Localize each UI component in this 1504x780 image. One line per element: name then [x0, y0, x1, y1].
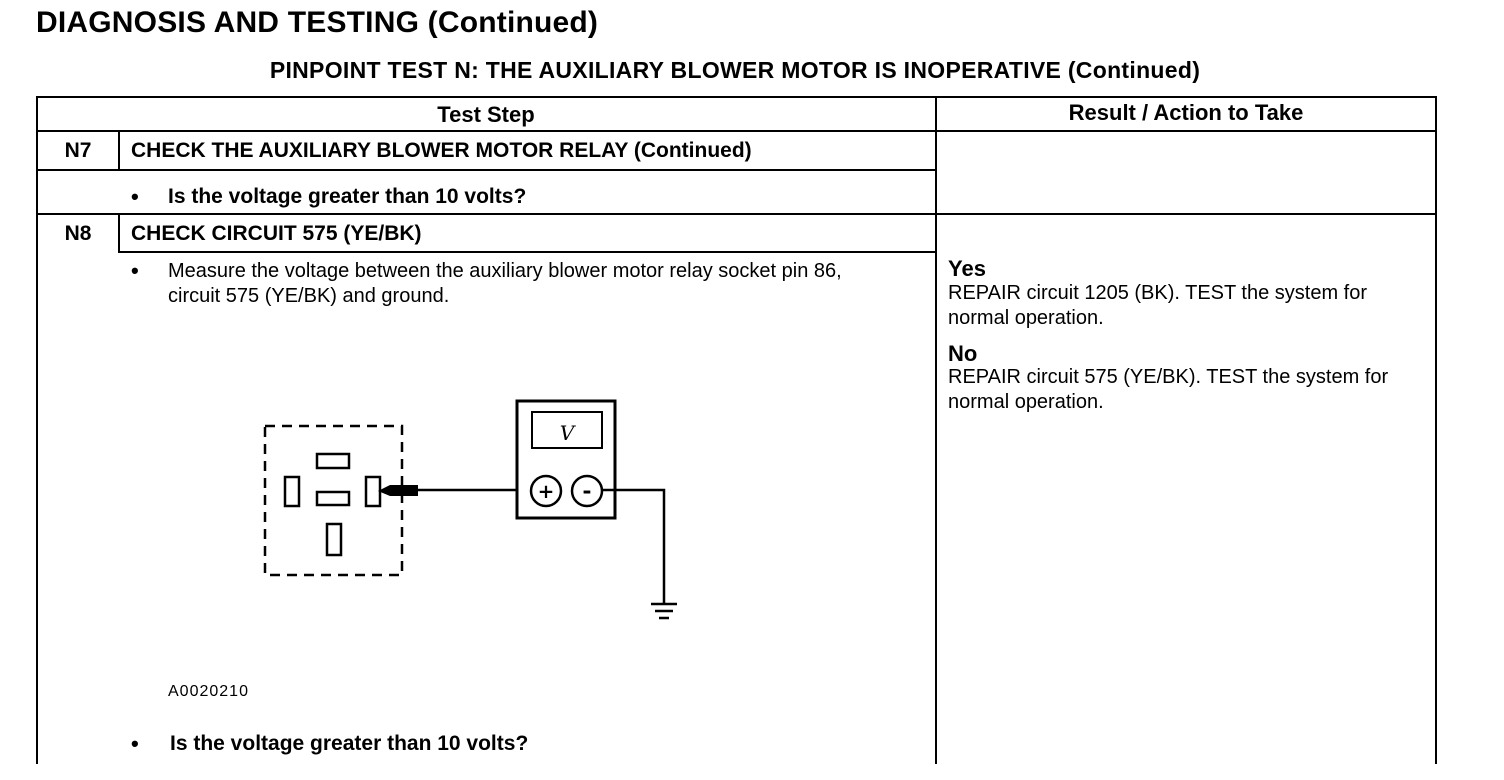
table-border-top [36, 96, 1437, 98]
column-header-test-step: Test Step [437, 102, 535, 127]
relay-socket-outline [263, 424, 404, 577]
header-row-divider [36, 130, 1437, 132]
step-title-n8: CHECK CIRCUIT 575 (YE/BK) [131, 222, 422, 245]
bullet-n8-question: • [131, 731, 139, 756]
voltmeter-plus-terminal [529, 474, 563, 508]
figure-id: A0020210 [168, 683, 249, 700]
voltmeter-display [531, 411, 603, 449]
page-title: DIAGNOSIS AND TESTING (Continued) [36, 6, 599, 39]
plus-icon: + [538, 479, 555, 503]
result-no-label: No [948, 341, 978, 366]
relay-pin-top [315, 452, 351, 470]
probe-tip [378, 485, 418, 496]
result-yes-label: Yes [948, 256, 986, 281]
bullet-n8-instruction: • [131, 258, 139, 283]
relay-pin-middle [315, 490, 351, 507]
n7-id-divider [118, 130, 120, 171]
question-n7: Is the voltage greater than 10 volts? [168, 185, 527, 208]
relay-pin-86 [364, 475, 382, 508]
n7-title-divider [36, 169, 937, 171]
table-divider-column [935, 96, 937, 764]
table-border-right [1435, 96, 1437, 764]
relay-pin-left [283, 475, 301, 508]
n8-id-divider [118, 213, 120, 253]
step-id-n8: N8 [64, 222, 92, 245]
pinpoint-test-title: PINPOINT TEST N: THE AUXILIARY BLOWER MO… [269, 57, 1201, 83]
ground-wire [602, 488, 666, 603]
result-no-action: REPAIR circuit 575 (YE/BK). TEST the sys… [948, 366, 1389, 413]
column-header-result: Result / Action to Take [1068, 100, 1304, 125]
bullet-n7-question: • [131, 184, 139, 209]
step-title-n7: CHECK THE AUXILIARY BLOWER MOTOR RELAY (… [131, 139, 752, 162]
voltmeter-diagram: V + - [263, 399, 677, 620]
table-border-left [36, 96, 38, 764]
result-yes-action: REPAIR circuit 1205 (BK). TEST the syste… [948, 282, 1368, 329]
step-id-n7: N7 [64, 139, 92, 162]
n8-title-divider [118, 251, 937, 253]
minus-icon: - [582, 478, 591, 504]
instruction-n8: Measure the voltage between the auxiliar… [168, 260, 842, 307]
voltmeter-symbol: V [560, 421, 577, 445]
relay-pin-bottom [325, 522, 343, 557]
question-n8: Is the voltage greater than 10 volts? [170, 732, 529, 755]
n7-row-bottom [36, 213, 1437, 215]
